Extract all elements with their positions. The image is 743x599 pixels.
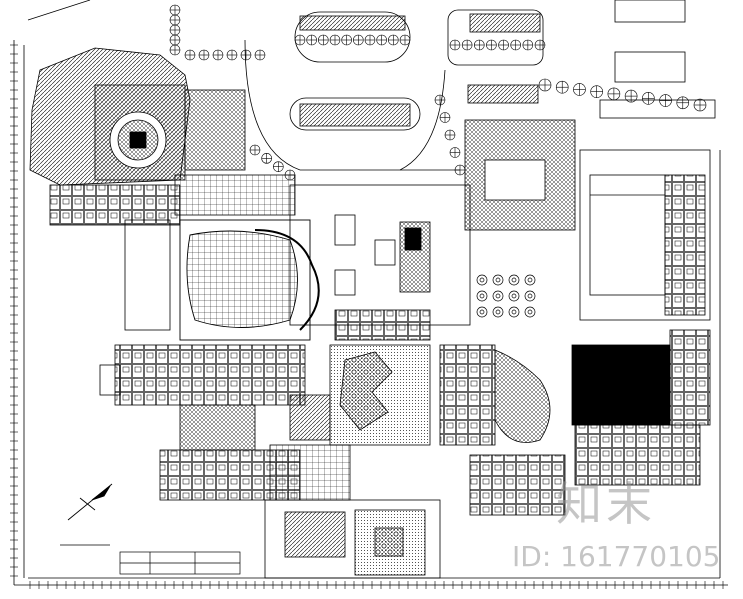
building-southeast: [439, 329, 711, 516]
round-table: [527, 277, 533, 283]
round-table: [527, 293, 533, 299]
round-table: [476, 290, 488, 302]
round-table: [479, 277, 485, 283]
round-table: [511, 277, 517, 283]
north-arrow-icon: [67, 483, 113, 521]
watermark-id-text: ID: 161770105: [512, 540, 721, 573]
round-table: [511, 309, 517, 315]
dimension-ticks-left: [10, 44, 18, 577]
courtyard-central: [289, 344, 431, 446]
round-table: [492, 306, 504, 318]
plaza-south: [264, 499, 441, 579]
round-table: [492, 274, 504, 286]
round-table: [508, 306, 520, 318]
round-table: [495, 277, 501, 283]
round-table: [479, 309, 485, 315]
round-table: [508, 290, 520, 302]
round-table: [476, 274, 488, 286]
round-table: [524, 274, 536, 286]
dimension-ticks-bottom: [29, 581, 724, 589]
round-table: [492, 290, 504, 302]
building-northeast: [464, 119, 711, 321]
trees: [169, 4, 707, 181]
round-table: [495, 309, 501, 315]
garden-west: [179, 219, 320, 341]
round-table: [511, 293, 517, 299]
building-southwest: [99, 219, 351, 501]
round-table: [479, 293, 485, 299]
building-northwest: [29, 47, 246, 226]
round-table: [508, 274, 520, 286]
round-table: [524, 290, 536, 302]
building-central: [174, 174, 471, 341]
round-table: [476, 306, 488, 318]
round-table: [495, 293, 501, 299]
dining-tables: [476, 274, 536, 318]
round-table: [527, 309, 533, 315]
frame-lines: [13, 0, 728, 586]
round-table: [524, 306, 536, 318]
watermark-logo-text: 知末: [556, 477, 656, 531]
parking-top: [244, 0, 716, 171]
title-block: [60, 544, 241, 575]
